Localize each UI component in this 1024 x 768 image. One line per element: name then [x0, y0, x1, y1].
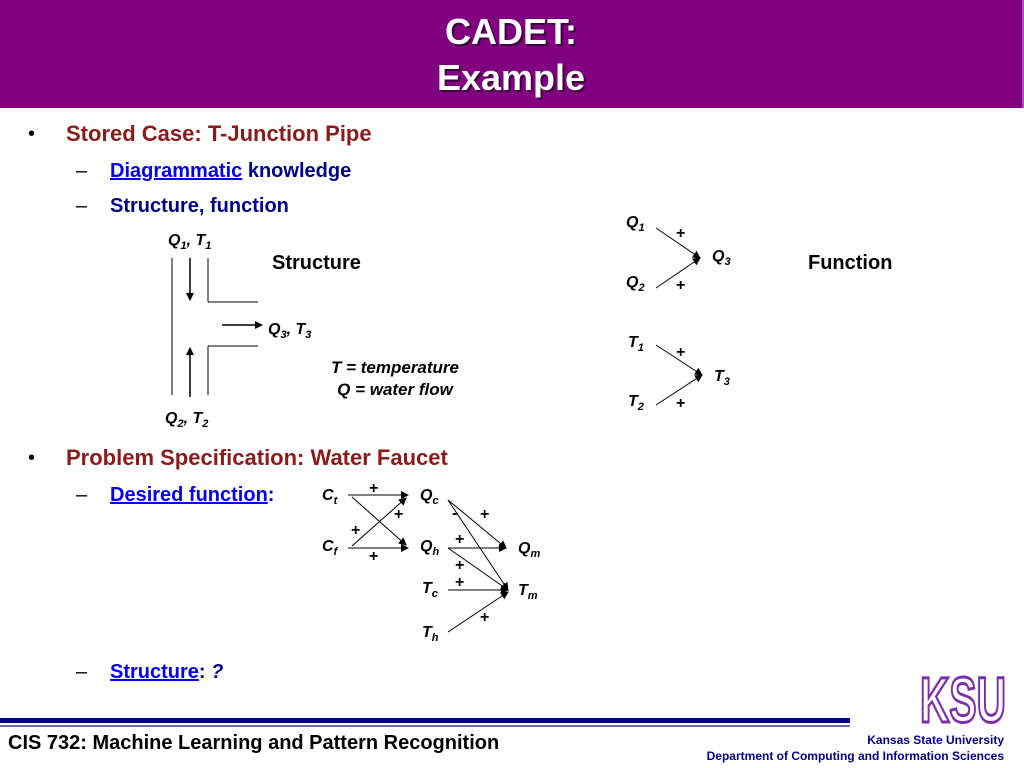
legend-water-flow: Q = water flow — [337, 380, 453, 399]
func-q1-sign: + — [676, 225, 686, 242]
faucet-qm-label: Qm — [518, 540, 541, 561]
faucet-sign-qc-qm: + — [480, 506, 490, 523]
structure-label: Structure — [272, 252, 361, 274]
faucet-th-label: Th — [422, 624, 439, 645]
func-q2-label: Q2 — [626, 274, 645, 295]
sub-dash: – — [76, 484, 88, 506]
faucet-qc-label: Qc — [420, 487, 439, 508]
faucet-qh-label: Qh — [420, 538, 440, 559]
faucet-cf-label: Cf — [322, 538, 338, 559]
desired-function-colon: : — [267, 484, 275, 506]
diagrammatic-rest: knowledge — [242, 160, 352, 182]
function-t-arrows — [655, 344, 703, 406]
func-t3-label: T3 — [714, 368, 730, 389]
faucet-sign-qc-tm: - — [452, 505, 458, 522]
faucet-sign-cf-qc: + — [394, 506, 404, 523]
structure-function-text: Structure, function — [110, 195, 289, 217]
right-port-label: Q3, T3 — [268, 321, 312, 342]
footer-rule-thin — [0, 725, 850, 727]
bullet-problem-spec-text: Problem Specification: Water Faucet — [66, 445, 448, 470]
bullet-problem-spec: • Problem Specification: Water Faucet — [28, 445, 448, 471]
faucet-sign-th-tm: + — [480, 609, 490, 626]
bullet-dot: • — [28, 123, 36, 145]
variable-legend: T = temperature Q = water flow — [310, 357, 480, 401]
func-t2-label: T2 — [628, 393, 644, 414]
func-q3-label: Q3 — [712, 248, 731, 269]
faucet-sign-ct-qc: + — [369, 480, 379, 497]
sub-desired-function: – Desired function: — [76, 483, 275, 507]
ksu-logo-text: KSU — [920, 664, 1006, 730]
course-title: CIS 732: Machine Learning and Pattern Re… — [8, 732, 500, 754]
func-q1-label: Q1 — [626, 214, 645, 235]
t-junction-pipe — [171, 258, 258, 395]
diagrammatic-link[interactable]: Diagrammatic — [110, 160, 243, 182]
faucet-sign-qh-tm: + — [455, 557, 465, 574]
slide-title-line1: CADET: — [445, 11, 577, 52]
function-label: Function — [808, 252, 893, 274]
faucet-tc-label: Tc — [422, 580, 438, 601]
faucet-ct-label: Ct — [322, 487, 338, 508]
sub-dash: – — [76, 661, 88, 683]
flow-arrows — [186, 258, 263, 397]
sub-structure-function: – Structure, function — [76, 194, 289, 218]
bullet-stored-case: • Stored Case: T-Junction Pipe — [28, 121, 372, 147]
faucet-sign-ct-qh: + — [351, 522, 361, 539]
func-t1-sign: + — [676, 344, 686, 361]
legend-temperature: T = temperature — [330, 358, 459, 377]
sub-dash: – — [76, 160, 88, 182]
faucet-sign-cf-qh: + — [369, 548, 379, 565]
func-t1-label: T1 — [628, 334, 644, 355]
department-name: Department of Computing and Information … — [706, 749, 1004, 763]
function-q-arrows — [655, 227, 701, 289]
structure-question: ? — [211, 661, 224, 683]
sub-diagrammatic-knowledge: – Diagrammatic knowledge — [76, 159, 352, 183]
slide-title-line2: Example — [436, 57, 586, 98]
faucet-sign-tc-tm: + — [455, 574, 465, 591]
university-name: Kansas State University — [867, 733, 1004, 747]
title-banner: CADET: Example — [0, 0, 1024, 108]
desired-function-link[interactable]: Desired function — [110, 484, 268, 506]
faucet-tm-label: Tm — [518, 582, 538, 603]
bullet-dot: • — [28, 447, 36, 469]
faucet-arrows — [348, 491, 509, 633]
bottom-port-label: Q2, T2 — [165, 410, 209, 431]
func-t2-sign: + — [676, 395, 686, 412]
top-port-label: Q1, T1 — [168, 232, 212, 253]
func-q2-sign: + — [676, 277, 686, 294]
structure-link[interactable]: Structure — [110, 661, 199, 683]
faucet-sign-qh-qm: + — [455, 531, 465, 548]
bullet-stored-case-text: Stored Case: T-Junction Pipe — [66, 121, 372, 146]
sub-dash: – — [76, 195, 88, 217]
sub-structure-unknown: – Structure: ? — [76, 660, 224, 684]
footer-rule — [0, 718, 850, 723]
ksu-logo: KSU — [919, 663, 1008, 731]
structure-colon: : — [198, 661, 212, 683]
